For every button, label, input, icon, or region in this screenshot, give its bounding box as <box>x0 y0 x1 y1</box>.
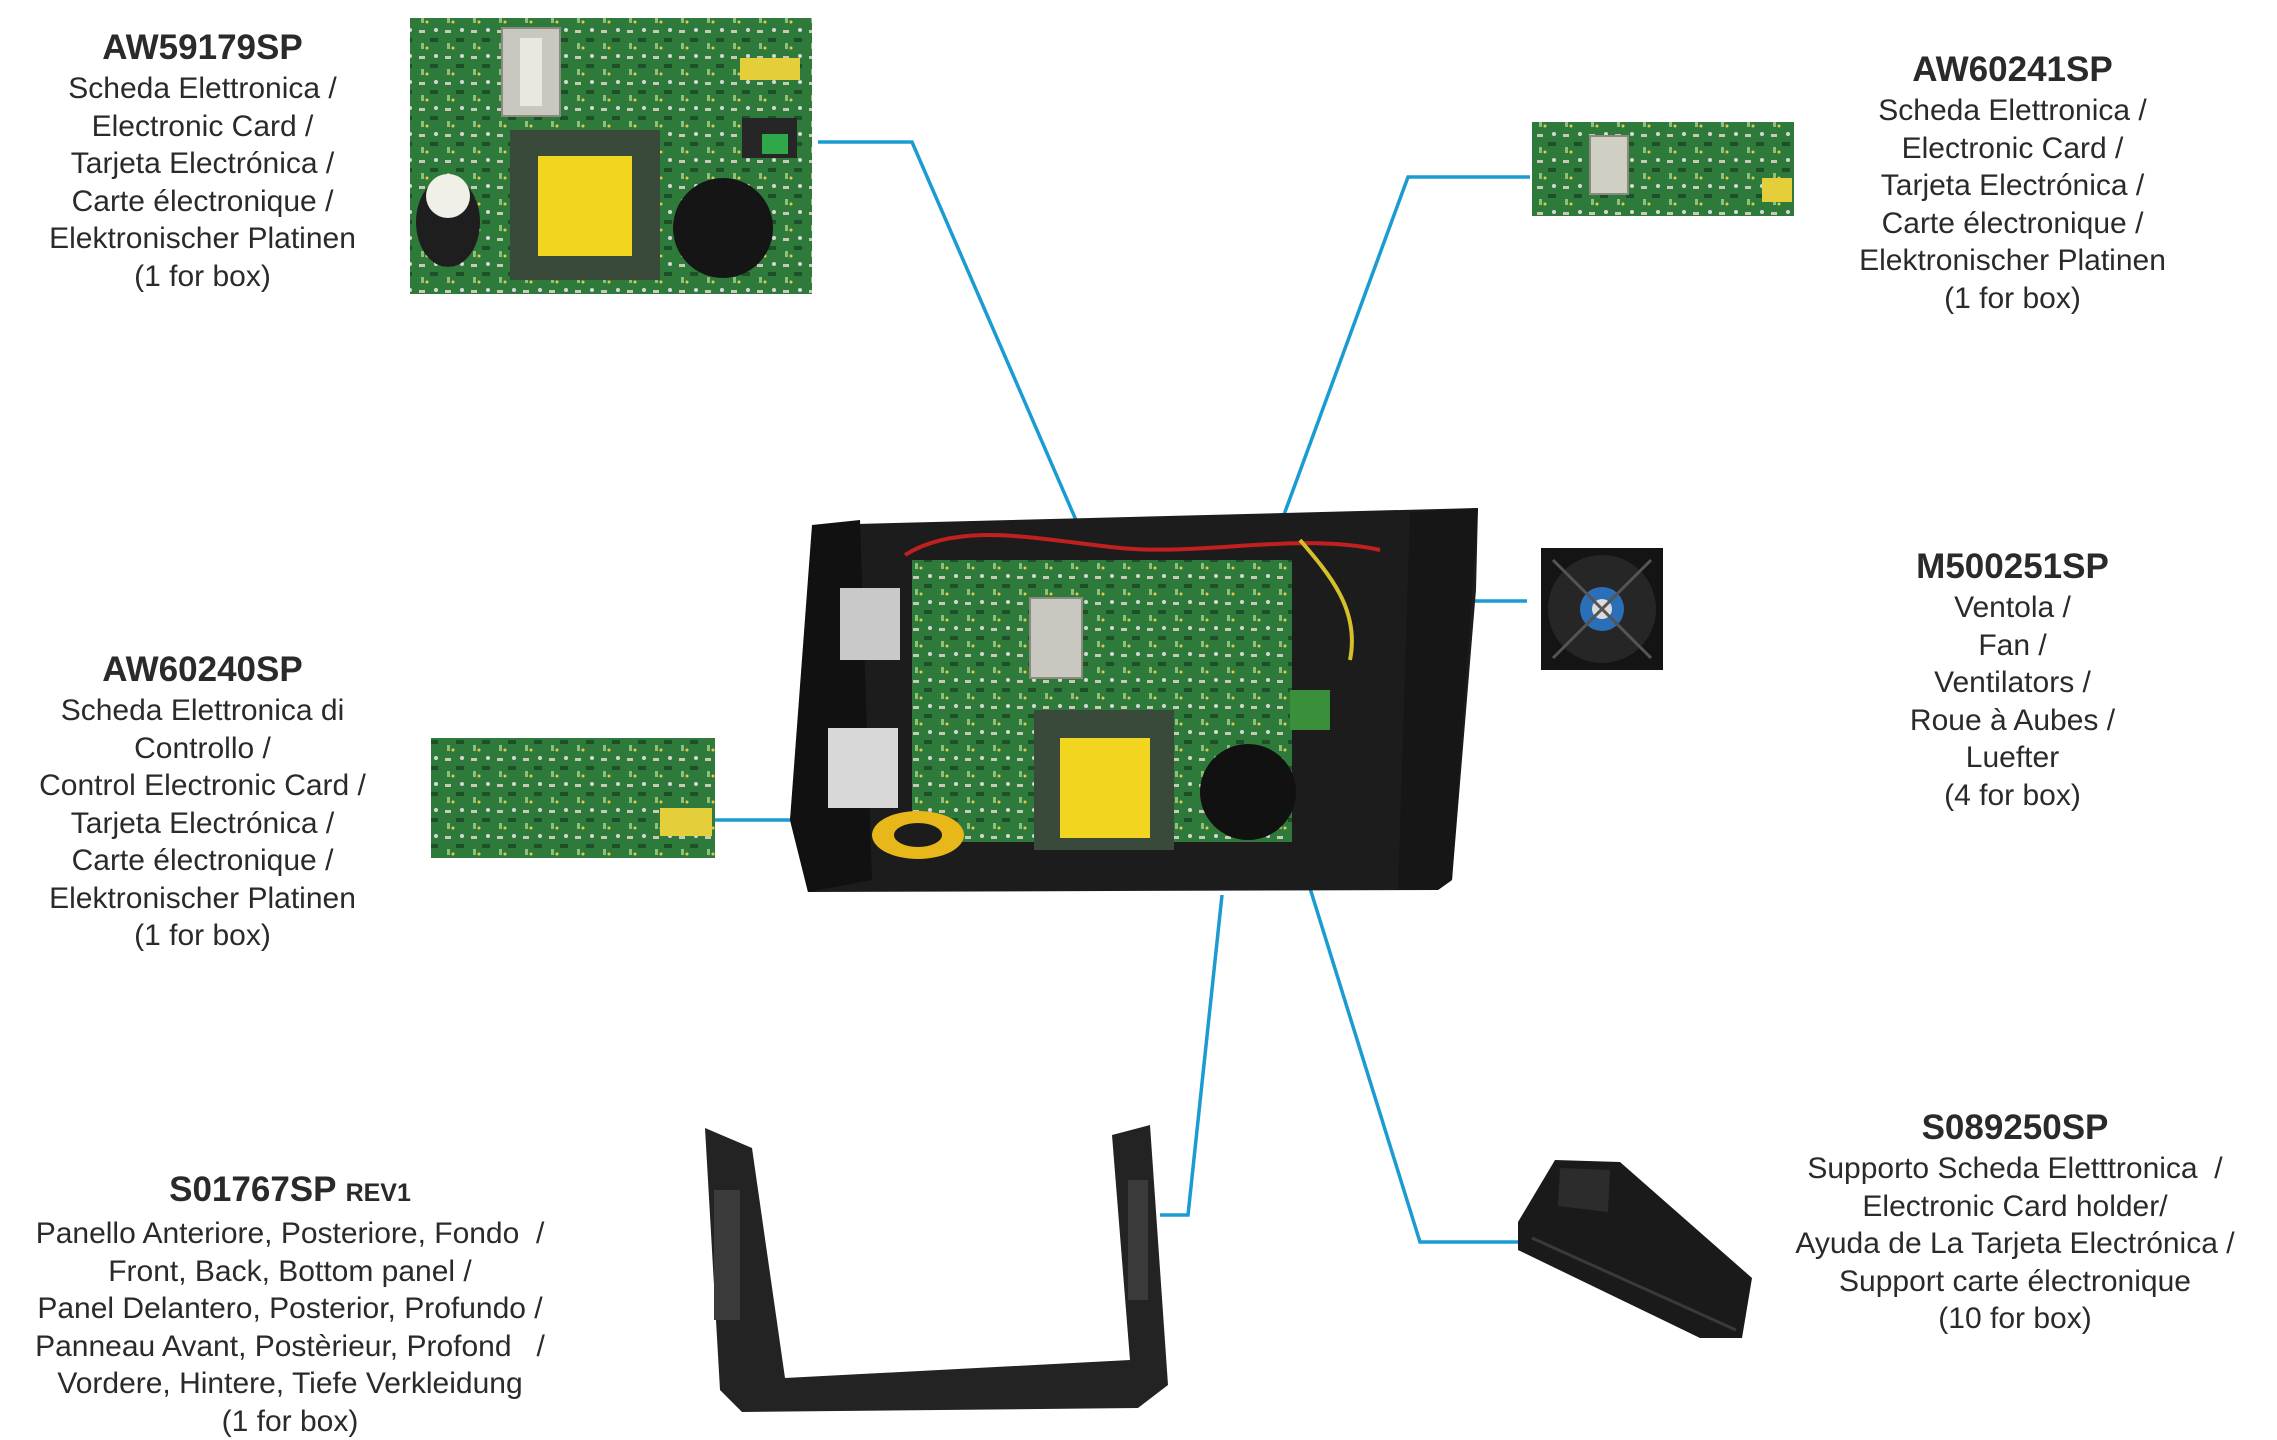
part-description-line: Front, Back, Bottom panel / <box>108 1254 472 1288</box>
board-aw60241sp-image <box>1532 122 1794 216</box>
part-code: S089250SP <box>1921 1108 2109 1147</box>
board-aw59179sp-image <box>410 18 812 294</box>
part-description-line: (10 for box) <box>1938 1302 2092 1335</box>
part-description-line: (1 for box) <box>134 919 271 952</box>
part-code: AW60241SP <box>1912 50 2113 89</box>
part-description-line: Control Electronic Card / <box>39 769 366 802</box>
part-revision: REV1 <box>345 1179 411 1207</box>
part-description-line: Tarjeta Electrónica / <box>70 806 335 840</box>
part-code-number: S01767SP <box>169 1170 336 1209</box>
leader-s089250sp <box>1293 839 1518 1244</box>
part-description-line: Tarjeta Electrónica / <box>1880 169 2145 202</box>
board-aw60240sp-image <box>431 738 715 858</box>
part-description-line: (1 for box) <box>1944 281 2081 315</box>
part-description-line: Elektronischer Platinen <box>1859 244 2166 277</box>
part-description-line: Electronic Card / <box>1901 131 2124 165</box>
part-description-line: Carte électronique / <box>71 184 334 218</box>
part-description-line: Panel Delantero, Posterior, Profundo / <box>37 1292 543 1325</box>
label-m500251sp: M500251SP Ventola / Fan / Ventilators / … <box>1840 545 2185 814</box>
part-description-line: Fan / <box>1978 628 2047 662</box>
part-description-line: Panello Anteriore, Posteriore, Fondo / <box>35 1217 545 1250</box>
part-description-line: Tarjeta Electrónica / <box>70 147 335 180</box>
label-s089250sp: S089250SP Supporto Scheda Eletttronica /… <box>1770 1106 2260 1338</box>
part-description-line: Scheda Elettronica / <box>1878 94 2147 127</box>
part-description-line: Ventola / <box>1954 591 2071 624</box>
label-aw60240sp: AW60240SP Scheda Elettronica di Controll… <box>15 648 390 955</box>
part-code: M500251SP <box>1916 547 2109 586</box>
part-description-line: Support carte électronique <box>1839 1264 2191 1298</box>
welder-main-unit-image <box>790 508 1478 892</box>
part-code: AW59179SP <box>102 28 303 67</box>
part-description-line: Supporto Scheda Eletttronica / <box>1807 1152 2223 1185</box>
part-description-line: Vordere, Hintere, Tiefe Verkleidung <box>57 1367 523 1400</box>
leader-aw60241sp <box>1258 175 1530 581</box>
label-aw60241sp: AW60241SP Scheda Elettronica / Electroni… <box>1840 48 2185 317</box>
leader-aw59179sp <box>818 140 1130 641</box>
part-description-line: (4 for box) <box>1944 778 2081 812</box>
part-description-line: Electronic Card / <box>91 109 314 143</box>
label-s01767sp: S01767SP REV1 Panello Anteriore, Posteri… <box>0 1168 580 1440</box>
part-description-line: Carte électronique / <box>1881 206 2144 240</box>
leader-s01767sp <box>1160 894 1224 1217</box>
part-code: S01767SP REV1 <box>0 1168 580 1215</box>
part-description-line: Ventilators / <box>1934 666 2091 699</box>
part-description-line: Panneau Avant, Postèrieur, Profond / <box>35 1329 545 1363</box>
part-description-line: Elektronischer Platinen <box>49 222 356 255</box>
part-description-line: Luefter <box>1965 741 2060 774</box>
part-description-line: (1 for box) <box>221 1404 359 1438</box>
part-description-line: Elektronischer Platinen <box>49 881 356 915</box>
panel-s01767sp-image <box>705 1125 1168 1412</box>
label-aw59179sp: AW59179SP Scheda Elettronica / Electroni… <box>30 26 375 295</box>
part-description-line: Controllo / <box>134 731 271 765</box>
part-description-line: Ayuda de La Tarjeta Electrónica / <box>1795 1227 2235 1260</box>
card-holder-s089250sp-image <box>1518 1160 1752 1338</box>
part-code: AW60240SP <box>102 650 303 689</box>
part-description-line: Scheda Elettronica / <box>68 72 337 105</box>
part-description-line: Scheda Elettronica di <box>60 694 345 727</box>
part-description-line: (1 for box) <box>134 259 271 293</box>
part-description-line: Electronic Card holder/ <box>1862 1189 2168 1223</box>
part-description-line: Roue à Aubes / <box>1909 703 2116 737</box>
fan-m500251sp-image <box>1541 548 1663 670</box>
part-description-line: Carte électronique / <box>71 844 334 877</box>
